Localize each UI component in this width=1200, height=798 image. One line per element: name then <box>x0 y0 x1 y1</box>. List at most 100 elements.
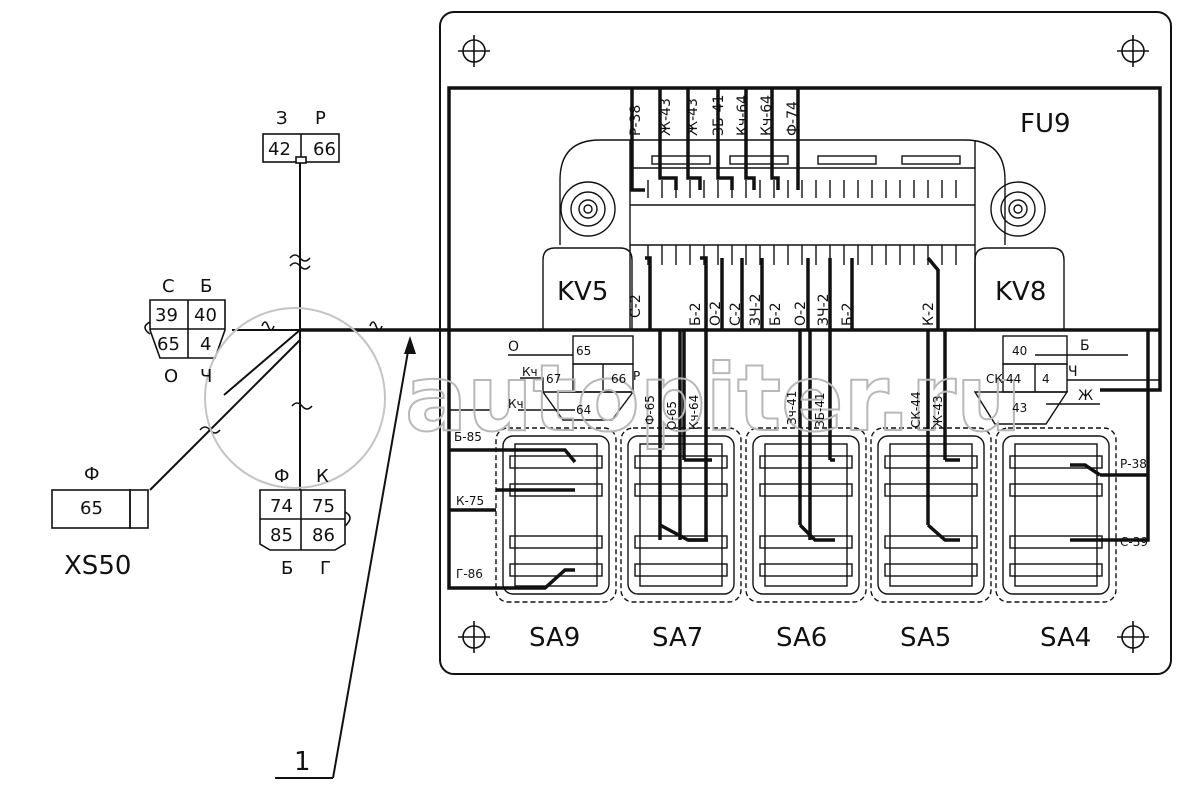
fuse-contacts <box>647 180 957 265</box>
mounting-hole-icon <box>458 35 490 67</box>
relay-kv8-label: KV8 <box>995 277 1046 307</box>
connector-bottom-pin: 74 <box>270 496 293 517</box>
sa7-wire-label: Кч-64 <box>687 395 701 430</box>
connector-xs50-pin: 65 <box>80 498 103 519</box>
relay-kv5 <box>542 247 633 330</box>
kv5-pin-block <box>449 335 635 421</box>
kv8-pin-label: 40 <box>1012 344 1027 358</box>
connector-bottom-pin: 85 <box>270 525 293 546</box>
connector-bottom-pin: 75 <box>312 496 335 517</box>
kv8-pin-block <box>973 335 1160 425</box>
connector-top-color: З <box>276 108 288 129</box>
sa5-wire-label: Ж-43 <box>931 395 945 428</box>
switch-sa5 <box>870 427 992 603</box>
relay-kv5-label: KV5 <box>557 277 608 307</box>
sa6-wire-label: ЗБ-41 <box>813 392 827 428</box>
mounting-hole-icon <box>1117 621 1149 653</box>
switch-sa9-label: SA9 <box>529 623 580 653</box>
connector-bottom-color: К <box>316 466 329 487</box>
fuse-wire-label: Ж-43 <box>658 98 674 136</box>
connector-xs50 <box>51 489 149 529</box>
connector-bottom-pin: 86 <box>312 525 335 546</box>
kv8-wire-label: СК <box>986 372 1003 386</box>
sa6-wire-label: Зч-41 <box>785 391 799 425</box>
connector-left-color: Ч <box>200 366 212 387</box>
switch-sa7 <box>620 427 742 603</box>
kv5-pin-label: 67 <box>546 372 561 386</box>
switch-sa6 <box>745 427 867 603</box>
kv5-wire-label: О <box>508 339 519 355</box>
fuse-block-label: FU9 <box>1020 109 1071 139</box>
watermark-text: autopiter.ru <box>405 345 1022 452</box>
fuse-wire-label: Ж-43 <box>685 98 701 136</box>
sa9-wire-label: Г-86 <box>456 567 483 581</box>
switch-sa4 <box>995 427 1117 603</box>
watermark: autopiter.ru <box>204 307 1023 489</box>
mounting-holes <box>458 35 1149 653</box>
kv8-wire-label: Б <box>1080 338 1090 354</box>
kv8-pin-label: 44 <box>1006 372 1021 386</box>
sa5-wire-label: СК-44 <box>909 392 923 429</box>
relay-kv8 <box>974 247 1065 330</box>
fuse-wire-label: С-2 <box>628 294 644 318</box>
fuse-wire-label: Ф-74 <box>785 101 801 136</box>
connector-left-color: С <box>162 276 175 297</box>
connector-top-pin: 42 <box>268 139 291 160</box>
connector-bottom-color: Б <box>281 558 293 579</box>
switch-terminals <box>496 448 1148 590</box>
kv5-wire-label: Кч <box>522 365 538 379</box>
fuse-wire-label: ЗБ-41 <box>711 95 727 136</box>
fuse-wire-label: Б-2 <box>688 302 704 326</box>
connector-left-color: Б <box>200 276 212 297</box>
fuse-wire-label: Б-2 <box>840 302 856 326</box>
bolt-icon <box>990 181 1046 237</box>
kv8-pin-label: 4 <box>1042 372 1050 386</box>
fuse-wire-label: Р-38 <box>628 105 644 136</box>
fuse-wire-label: Б-2 <box>768 302 784 326</box>
fuse-wire-label: ЗЧ-2 <box>816 293 832 326</box>
kv5-wire-label: Кч <box>508 397 524 411</box>
connector-left-pin: 4 <box>200 334 211 355</box>
fuse-wire-label: О-2 <box>793 301 809 326</box>
connector-top-pin: 66 <box>313 139 336 160</box>
kv5-pin-label: 65 <box>576 344 591 358</box>
connector-bottom <box>259 489 351 551</box>
mounting-hole-icon <box>458 621 490 653</box>
kv5-pin-label: 64 <box>576 403 591 417</box>
callout-number: 1 <box>294 747 311 777</box>
bolt-icon <box>560 181 616 237</box>
connector-top <box>262 133 340 164</box>
callout-arrow-icon <box>404 336 416 354</box>
switch-sa5-label: SA5 <box>900 623 951 653</box>
fuse-wire-label: ЗЧ-2 <box>748 293 764 326</box>
sa4-wire-label: Р-38 <box>1120 457 1147 471</box>
mounting-hole-icon <box>1117 35 1149 67</box>
fuse-wire-label: К-2 <box>921 302 937 326</box>
fuse-wire-label: Кч-64 <box>735 95 751 136</box>
switch-sa7-label: SA7 <box>652 623 703 653</box>
connector-left-pin: 39 <box>155 305 178 326</box>
connector-left-pin: 65 <box>157 334 180 355</box>
break-marks <box>199 254 383 434</box>
mounting-panel <box>439 11 1172 675</box>
sa9-wire-label: К-75 <box>456 494 484 508</box>
connector-top-color: Р <box>315 108 326 129</box>
sa7-wire-label: Ф-65 <box>643 395 657 425</box>
kv8-wire-label: Ч <box>1068 364 1078 380</box>
connector-bottom-color: Г <box>320 558 331 579</box>
kv5-pin-suffix: Р <box>633 369 640 383</box>
connector-bottom-color: Ф <box>274 466 290 487</box>
fuse-wire-label: С-2 <box>728 302 744 326</box>
external-harness <box>149 160 411 779</box>
kv5-pin-label: 66 <box>611 372 626 386</box>
kv8-pin-label: 43 <box>1012 401 1027 415</box>
switch-sa4-label: SA4 <box>1040 623 1091 653</box>
sa9-wire-label: Б-85 <box>454 430 482 444</box>
connector-left-pin: 40 <box>194 305 217 326</box>
kv8-wire-label: Ж <box>1078 388 1093 404</box>
switch-sa6-label: SA6 <box>776 623 827 653</box>
connector-xs50-label: XS50 <box>64 551 131 581</box>
sa7-wire-label: О-65 <box>665 401 679 430</box>
fuse-wire-label: Кч-64 <box>759 95 775 136</box>
